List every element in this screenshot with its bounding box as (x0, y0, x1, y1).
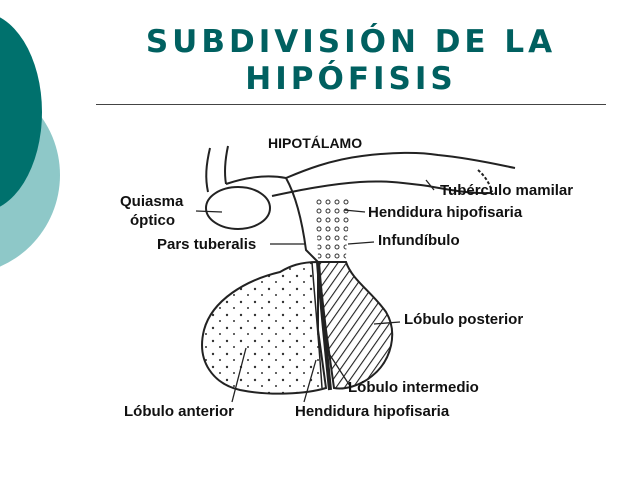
hypophyseal-cleft-line (311, 261, 323, 389)
title-divider (96, 104, 606, 105)
intermediate-lobe (316, 261, 332, 391)
posterior-lobe (316, 261, 394, 390)
label-lobulo-intermedio: Lóbulo intermedio (348, 379, 479, 396)
hypothalamus-outline (205, 145, 516, 197)
leader-lines (195, 179, 435, 403)
label-hipotalamo: HIPOTÁLAMO (268, 135, 362, 151)
label-quiasma-line2: óptico (130, 212, 175, 229)
dark-teal-circle (0, 17, 42, 207)
infundibulum-region (312, 196, 352, 262)
title-line-1: SUBDIVISIÓN DE LA (145, 24, 557, 60)
title-line-2: HIPÓFISIS (245, 61, 457, 97)
anterior-lobe (201, 260, 328, 395)
label-pars-tuberalis: Pars tuberalis (157, 236, 256, 253)
optic-chiasm (205, 186, 271, 230)
label-quiasma-line1: Quiasma (120, 193, 184, 210)
label-hendidura-top: Hendidura hipofisaria (368, 204, 523, 221)
label-tuberculo-mamilar: Tubérculo mamilar (440, 182, 573, 199)
label-infundibulo: Infundíbulo (378, 232, 460, 249)
label-lobulo-anterior: Lóbulo anterior (124, 403, 234, 420)
slide-title: SUBDIVISIÓN DE LA HIPÓFISIS (96, 24, 606, 98)
label-lobulo-posterior: Lóbulo posterior (404, 311, 523, 328)
slide-decoration (0, 17, 60, 267)
label-hendidura-bottom: Hendidura hipofisaria (295, 403, 450, 420)
pars-tuberalis (285, 177, 319, 263)
